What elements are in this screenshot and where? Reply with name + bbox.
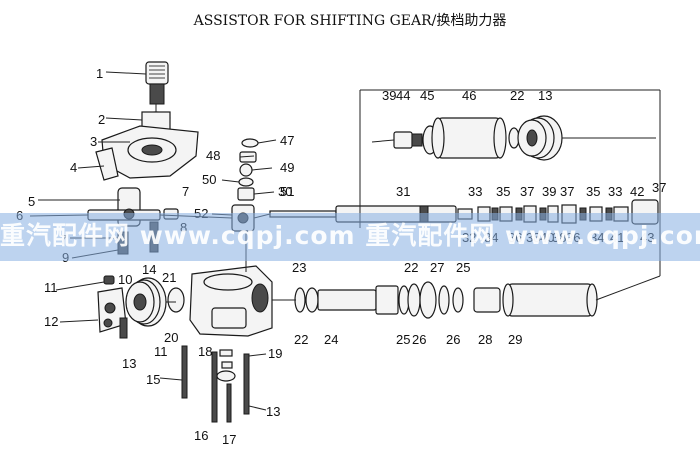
part-13-flange: [517, 115, 563, 161]
callout-number: 26: [446, 332, 460, 347]
callout-number: 33: [608, 184, 622, 199]
callout-number: 26: [412, 332, 426, 347]
diagram-title: ASSISTOR FOR SHIFTING GEAR/换档助力器: [193, 13, 507, 29]
watermark-text: 重汽配件网 www.cqpj.com 重汽配件网 www.cqpj.com 重汽…: [0, 221, 700, 250]
callout-number: 10: [118, 272, 132, 287]
callout-number: 29: [508, 332, 522, 347]
callout-number: 33: [468, 184, 482, 199]
part-10-12-end-cap: [97, 275, 128, 339]
callout-number: 22: [510, 88, 524, 103]
callout-number: 37: [520, 184, 534, 199]
callout-number: 44: [396, 88, 410, 103]
callout-number: 30: [278, 184, 292, 199]
callout-number: 25: [396, 332, 410, 347]
callout-number: 31: [396, 184, 410, 199]
callout-number: 35: [586, 184, 600, 199]
callout-number: 13: [122, 356, 136, 371]
callout-number: 22: [404, 260, 418, 275]
callout-number: 39: [382, 88, 396, 103]
watermark-band: [0, 213, 700, 261]
callout-number: 37: [652, 180, 666, 195]
callout-number: 11: [154, 344, 168, 359]
part-21-main-housing: [167, 265, 273, 337]
callout-number: 27: [430, 260, 444, 275]
callout-number: 28: [478, 332, 492, 347]
callout-number: 49: [280, 160, 294, 175]
callout-number: 1: [96, 66, 103, 81]
part-2-4-flange-housing: [95, 111, 199, 181]
callout-number: 2: [98, 112, 105, 127]
callout-number: 19: [268, 346, 282, 361]
callout-number: 3: [90, 134, 97, 149]
callout-number: 46: [462, 88, 476, 103]
part-14-spring-pack: [125, 277, 167, 327]
callout-number: 4: [70, 160, 77, 175]
callout-number: 22: [294, 332, 308, 347]
callout-number: 45: [420, 88, 434, 103]
callout-number: 47: [280, 133, 294, 148]
callout-number: 21: [162, 270, 176, 285]
callout-number: 23: [292, 260, 306, 275]
callout-number: 7: [182, 184, 189, 199]
callout-number: 50: [202, 172, 216, 187]
callout-number: 39: [542, 184, 556, 199]
callout-number: 14: [142, 262, 156, 277]
callout-number: 12: [44, 314, 58, 329]
callout-number: 13: [538, 88, 552, 103]
callout-number: 20: [164, 330, 178, 345]
callout-number: 48: [206, 148, 220, 163]
part-39-46-piston-group: [393, 117, 520, 159]
part-1-cap: [145, 61, 169, 105]
callout-number: 42: [630, 184, 644, 199]
callout-number: 24: [324, 332, 338, 347]
callout-number: 18: [198, 344, 212, 359]
part-22-29-cylinder-group: [294, 281, 598, 319]
callout-number: 37: [560, 184, 574, 199]
callout-number: 17: [222, 432, 236, 447]
callout-number: 11: [44, 280, 58, 295]
callout-number: 5: [28, 194, 35, 209]
part-15-19-bolts: [181, 345, 250, 423]
callout-number: 13: [266, 404, 280, 419]
callout-number: 16: [194, 428, 208, 443]
callout-number: 15: [146, 372, 160, 387]
callout-number: 35: [496, 184, 510, 199]
callout-number: 51: [280, 184, 294, 199]
callout-number: 25: [456, 260, 470, 275]
